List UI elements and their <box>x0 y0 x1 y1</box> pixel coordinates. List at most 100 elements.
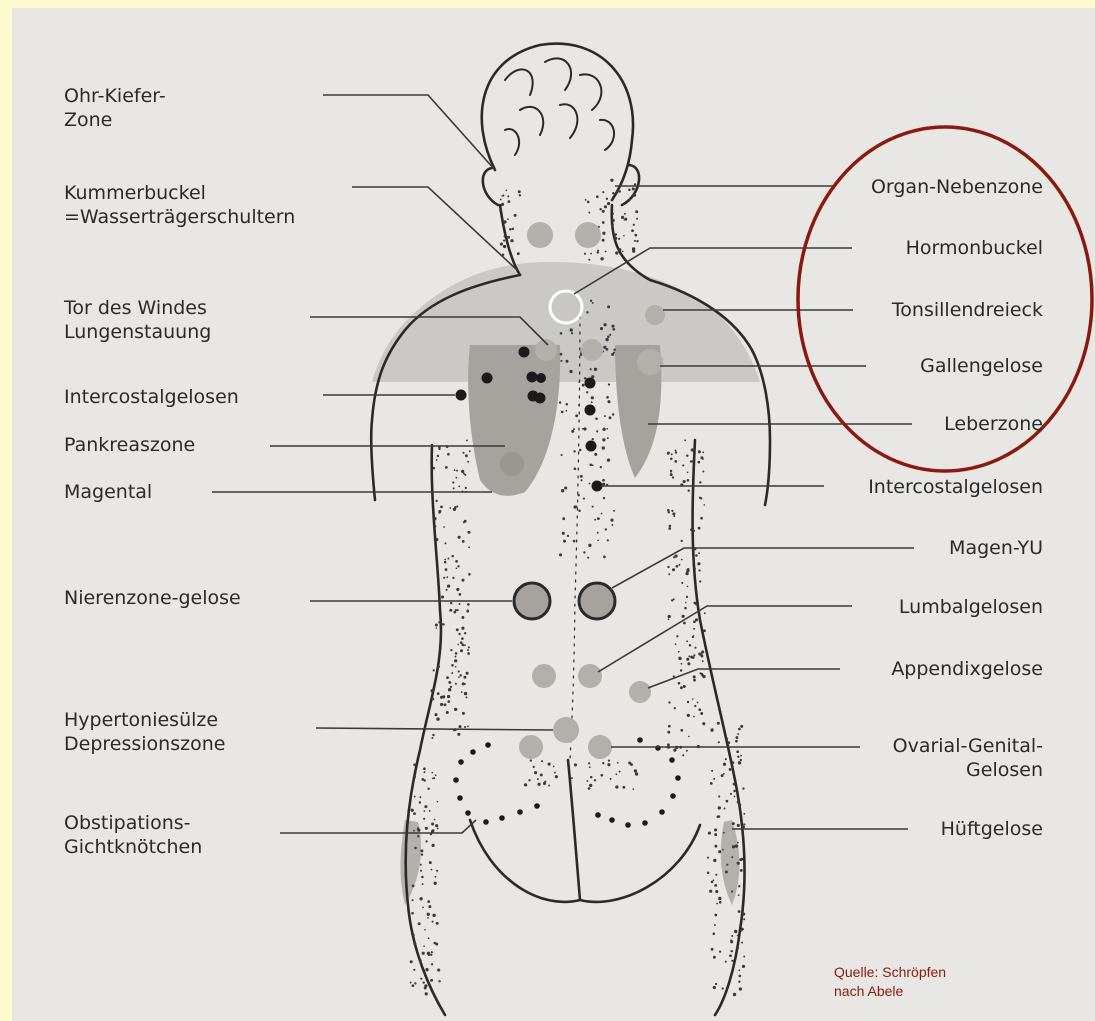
stipple-dot <box>740 869 743 872</box>
stipple-dot <box>457 609 459 611</box>
stipple-dot <box>707 857 709 859</box>
stipple-dot <box>466 439 468 441</box>
upper-back-spot-right <box>581 339 603 361</box>
stipple-dot <box>462 644 465 647</box>
stipple-dot <box>436 922 439 925</box>
label-kummerbuckel: Kummerbuckel=Wasserträgerschultern <box>64 181 295 229</box>
stipple-dot <box>678 651 680 653</box>
stipple-dot <box>711 881 714 884</box>
stipple-dot <box>443 577 445 579</box>
stipple-dot <box>499 210 502 213</box>
stipple-dot <box>500 199 502 201</box>
stipple-dot <box>420 978 422 980</box>
stipple-dot <box>616 773 618 775</box>
stipple-dot <box>736 750 739 753</box>
stipple-dot <box>629 198 631 200</box>
leader-obstipations <box>280 820 476 833</box>
stipple-dot <box>670 470 672 472</box>
stipple-dot <box>560 353 563 356</box>
stipple-dot <box>433 669 435 671</box>
stipple-dot <box>737 824 740 827</box>
stipple-dot <box>743 918 745 920</box>
stipple-dot <box>742 826 745 829</box>
stipple-dot <box>413 969 415 971</box>
stipple-dot <box>671 453 673 455</box>
stipple-dot <box>674 555 677 558</box>
stipple-dot <box>421 876 424 879</box>
stipple-dot <box>718 850 721 853</box>
stipple-dot <box>743 956 745 958</box>
stipple-dot <box>737 862 740 865</box>
stipple-dot <box>719 950 721 952</box>
stipple-dot <box>708 832 711 835</box>
stipple-dot <box>734 930 737 933</box>
stipple-dot <box>563 540 566 543</box>
stipple-dot <box>467 603 470 606</box>
stipple-dot <box>633 224 635 226</box>
stipple-dot <box>686 569 689 572</box>
stipple-dot <box>689 644 692 647</box>
leader-lumbalgelosen <box>598 606 852 672</box>
stipple-dot <box>440 506 443 509</box>
stipple-dot <box>424 987 427 990</box>
stipple-dot <box>591 401 593 403</box>
stipple-dot <box>586 311 588 313</box>
stipple-dot <box>713 879 715 881</box>
stipple-dot <box>702 660 704 662</box>
stipple-dot <box>462 540 465 543</box>
stipple-dot <box>672 476 674 478</box>
label-tor-des-windes: Tor des WindesLungenstauung <box>64 296 211 344</box>
stipple-dot <box>622 251 624 253</box>
leader-magen-yu <box>612 548 914 588</box>
stipple-dot <box>422 883 424 885</box>
stipple-dot <box>412 885 415 888</box>
stipple-dot <box>413 934 415 936</box>
stipple-dot <box>432 844 435 847</box>
stipple-dot <box>507 195 509 197</box>
stipple-dot <box>682 464 684 466</box>
stipple-dot <box>610 778 612 780</box>
stipple-dot <box>413 812 416 815</box>
stipple-dot <box>692 636 694 638</box>
stipple-dot <box>419 897 422 900</box>
stipple-dot <box>631 229 634 232</box>
stipple-dot <box>448 681 451 684</box>
stipple-dot <box>731 767 733 769</box>
stipple-dot <box>591 438 593 440</box>
stipple-dot <box>685 602 687 604</box>
stipple-dot <box>597 517 600 520</box>
stipple-dot <box>457 565 459 567</box>
stipple-dot <box>609 416 612 419</box>
stipple-dot <box>603 346 606 349</box>
stipple-dot <box>723 763 726 766</box>
stipple-dot <box>461 579 464 582</box>
stipple-dot <box>570 328 573 331</box>
stipple-dot <box>465 487 467 489</box>
stipple-dot <box>518 190 521 193</box>
stipple-dot <box>740 755 742 757</box>
stipple-dot <box>560 360 562 362</box>
stipple-dot <box>716 903 718 905</box>
stipple-dot <box>727 741 730 744</box>
stipple-dot <box>737 801 740 804</box>
stipple-dot <box>411 912 414 915</box>
stipple-dot <box>725 961 727 963</box>
stipple-dot <box>436 870 438 872</box>
stipple-dot <box>432 734 434 736</box>
stipple-dot <box>740 759 742 761</box>
stipple-dot <box>730 940 733 943</box>
stipple-dot <box>565 360 568 363</box>
stipple-dot <box>447 584 450 587</box>
stipple-dot <box>528 779 530 781</box>
stipple-dot <box>571 777 573 779</box>
stipple-dot <box>431 772 433 774</box>
stipple-dot <box>699 481 701 483</box>
stipple-dot <box>574 467 577 470</box>
stipple-dot <box>602 479 605 482</box>
label-organ-nebenzone: Organ-Nebenzone <box>871 175 1043 199</box>
stipple-dot <box>436 627 438 629</box>
stipple-dot <box>588 212 590 214</box>
stipple-dot <box>687 662 690 665</box>
stipple-dot <box>436 459 438 461</box>
stipple-dot <box>634 240 636 242</box>
